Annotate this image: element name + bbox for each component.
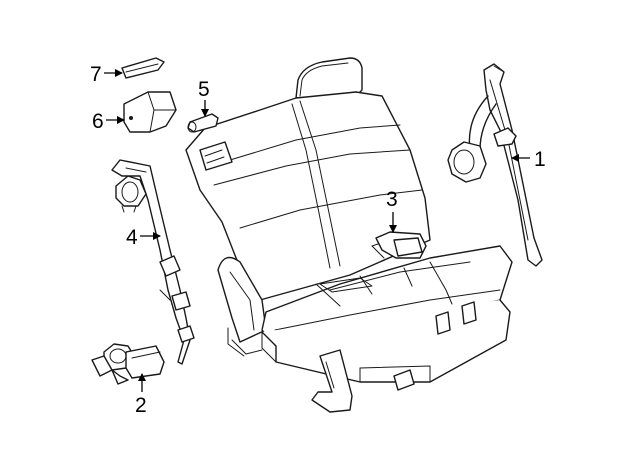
part-4-center-belt: [111, 159, 195, 365]
part-6-bracket: [123, 91, 177, 133]
part-1-shoulder-belt-retractor: [447, 63, 543, 267]
callout-4-number: 4: [126, 226, 138, 249]
callout-2-number: 2: [135, 394, 147, 417]
callout-5: 5: [198, 78, 210, 117]
rear-seat-illustration: [185, 57, 513, 413]
callout-7: 7: [90, 63, 123, 86]
callout-2: 2: [135, 373, 147, 417]
part-2-buckle-assembly: [91, 343, 165, 385]
callout-7-number: 7: [90, 63, 102, 86]
part-7-trim-cap: [121, 57, 165, 79]
callout-6-number: 6: [92, 110, 104, 133]
callout-3: 3: [386, 188, 398, 233]
callout-1-number: 1: [534, 148, 546, 171]
part-5-pin: [187, 113, 219, 133]
part-3-buckle: [371, 231, 427, 259]
callout-4: 4: [126, 226, 161, 249]
callout-5-number: 5: [198, 78, 210, 101]
callout-6: 6: [92, 110, 125, 133]
callout-1: 1: [511, 148, 546, 171]
callout-3-number: 3: [386, 188, 398, 211]
